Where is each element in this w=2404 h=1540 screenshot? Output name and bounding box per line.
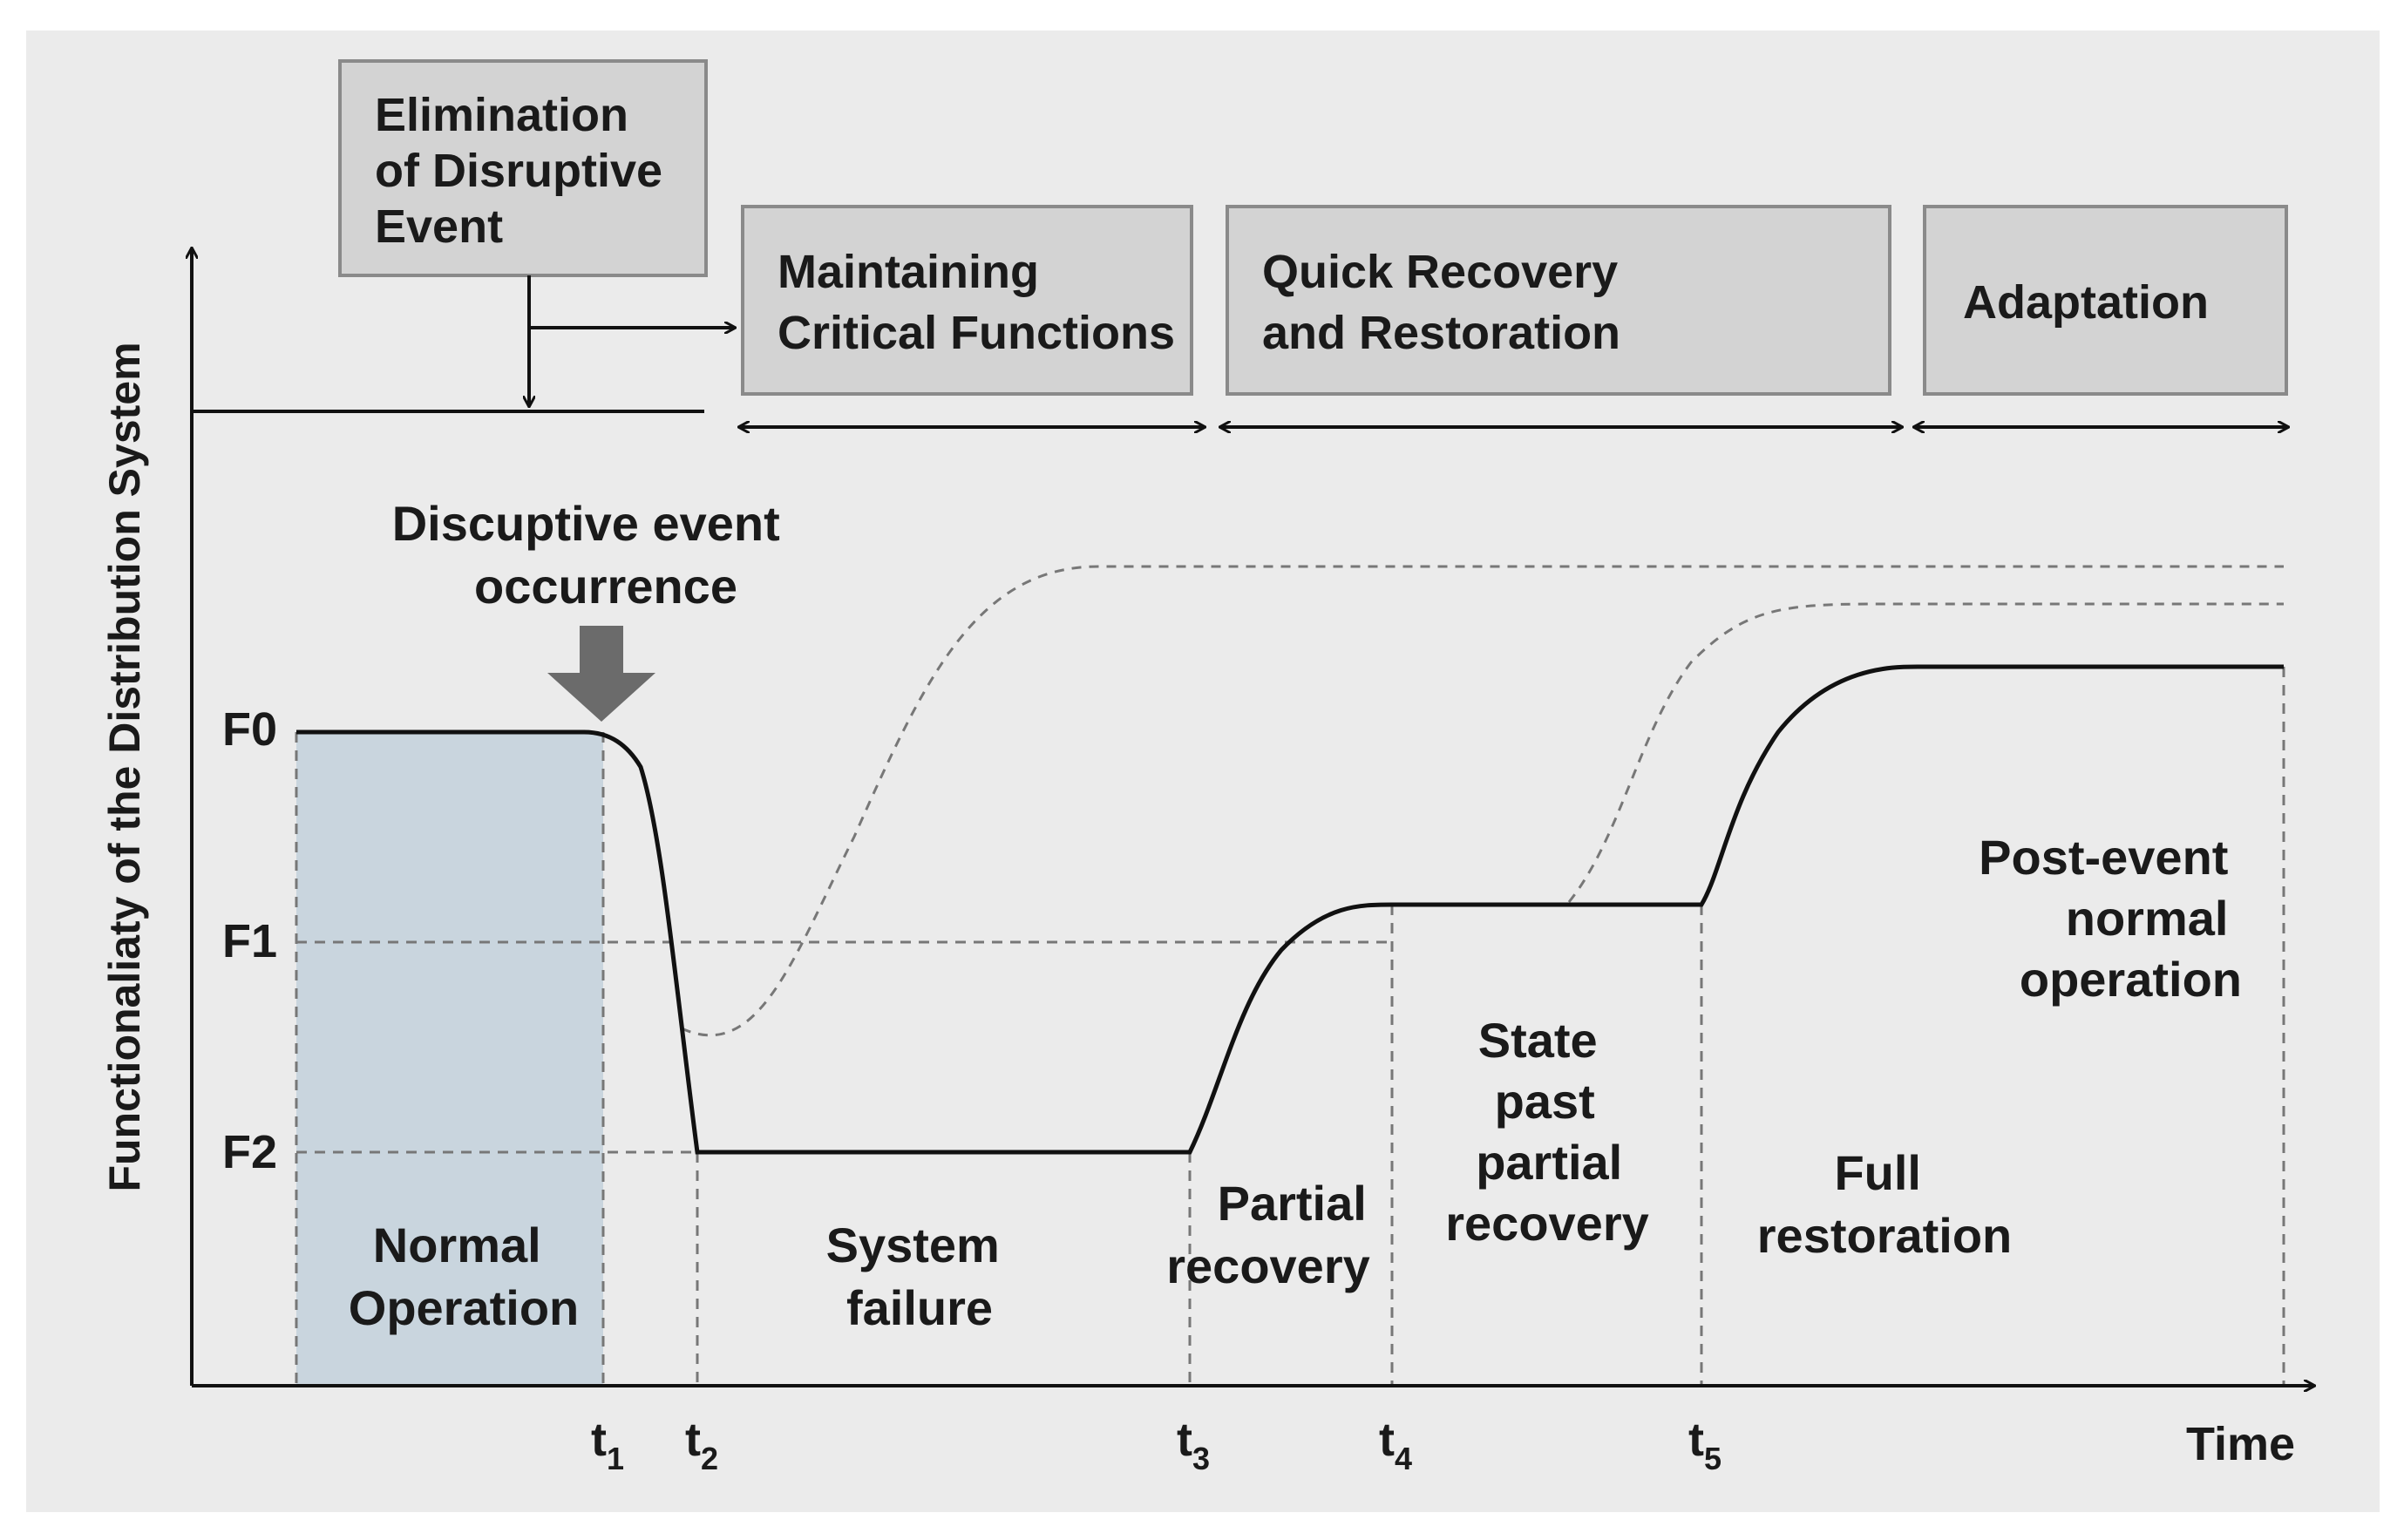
stage-post-event-normal-operation: Post-event normal operation bbox=[1979, 830, 2242, 1007]
stage-system-failure: System failure bbox=[826, 1218, 1014, 1335]
axes bbox=[192, 248, 2314, 1386]
x-axis-title: Time bbox=[2186, 1418, 2295, 1470]
box-elimination bbox=[338, 59, 708, 277]
box-elimination-text: Elimination of Disruptive Event bbox=[375, 89, 676, 253]
time-mark-t2: t2 bbox=[685, 1414, 718, 1476]
time-mark-t5: t5 bbox=[1688, 1414, 1722, 1476]
time-mark-t1: t1 bbox=[591, 1414, 624, 1476]
normal-operation-region bbox=[296, 732, 603, 1386]
stage-full-restoration: Full restoration bbox=[1757, 1145, 2013, 1263]
stage-partial-recovery: Partial recovery bbox=[1166, 1176, 1380, 1293]
dashed-guides bbox=[295, 667, 2285, 1386]
phase-timeline bbox=[192, 275, 2288, 427]
box-adaptation bbox=[1923, 205, 2288, 396]
level-f0: F0 bbox=[222, 703, 277, 756]
box-recovery bbox=[1226, 205, 1891, 396]
box-maintaining-text: Maintaining Critical Functions bbox=[778, 246, 1175, 359]
time-mark-t3: t3 bbox=[1177, 1414, 1210, 1476]
alt-trajectory-late bbox=[1567, 602, 2284, 903]
event-down-arrow-icon bbox=[547, 626, 655, 722]
box-adaptation-text: Adaptation bbox=[1963, 276, 2209, 329]
level-f2: F2 bbox=[222, 1126, 277, 1178]
level-f1: F1 bbox=[222, 915, 277, 967]
time-mark-t4: t4 bbox=[1379, 1414, 1412, 1476]
box-recovery-text: Quick Recovery and Restoration bbox=[1262, 246, 1631, 359]
event-label: Discuptive event occurrence bbox=[392, 496, 794, 614]
functionality-curve bbox=[296, 664, 2284, 1155]
stage-normal-operation: Normal Operation bbox=[349, 1218, 579, 1335]
box-maintaining bbox=[741, 205, 1193, 396]
y-axis-title: Functionaliaty of the Distribution Syste… bbox=[100, 342, 149, 1191]
alt-trajectory-early bbox=[681, 565, 2284, 1037]
stage-state-past-partial-recovery: State past partial recovery bbox=[1445, 1013, 1649, 1251]
